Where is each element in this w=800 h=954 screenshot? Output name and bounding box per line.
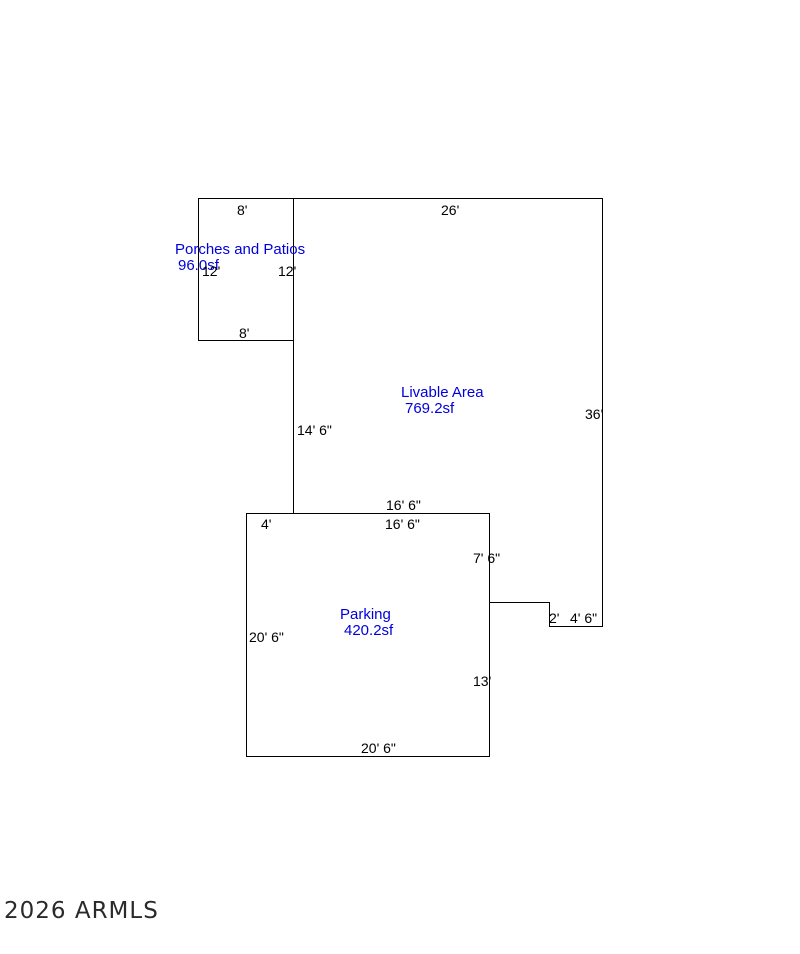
dimension-parking-right-upper: 7' 6": [473, 550, 500, 566]
dimension-livable-left-lower: 14' 6": [297, 422, 332, 438]
dimension-parking-left: 20' 6": [249, 629, 284, 645]
parking-area-size: 420.2sf: [344, 622, 394, 639]
parking-area-name: Parking: [340, 606, 391, 623]
porch-outline: [198, 198, 294, 341]
dimension-livable-top: 26': [441, 202, 459, 218]
copyright-footer: 2026 ARMLS: [4, 898, 159, 924]
dimension-livable-bottom-shared: 16' 6": [386, 497, 421, 513]
dimension-porch-bottom: 8': [239, 325, 249, 341]
porch-area-size: 96.0sf: [178, 257, 220, 274]
livable-area-size: 769.2sf: [405, 400, 455, 417]
dimension-livable-notch-right: 4' 6": [570, 610, 597, 626]
dimension-livable-right: 36': [585, 406, 603, 422]
dimension-parking-right-lower: 13': [473, 673, 491, 689]
dimension-porch-left: 12': [202, 263, 220, 279]
dimension-parking-top-left: 4': [261, 516, 271, 532]
livable-area-outline: [293, 198, 603, 627]
dimension-porch-top: 8': [237, 202, 247, 218]
porch-area-name: Porches and Patios: [175, 241, 305, 258]
livable-area-name: Livable Area: [401, 384, 484, 401]
parking-outline: [246, 513, 490, 757]
dimension-parking-top: 16' 6": [385, 516, 420, 532]
dimension-parking-bottom: 20' 6": [361, 740, 396, 756]
dimension-livable-notch-left: 2': [549, 610, 559, 626]
dimension-porch-right: 12': [278, 263, 296, 279]
